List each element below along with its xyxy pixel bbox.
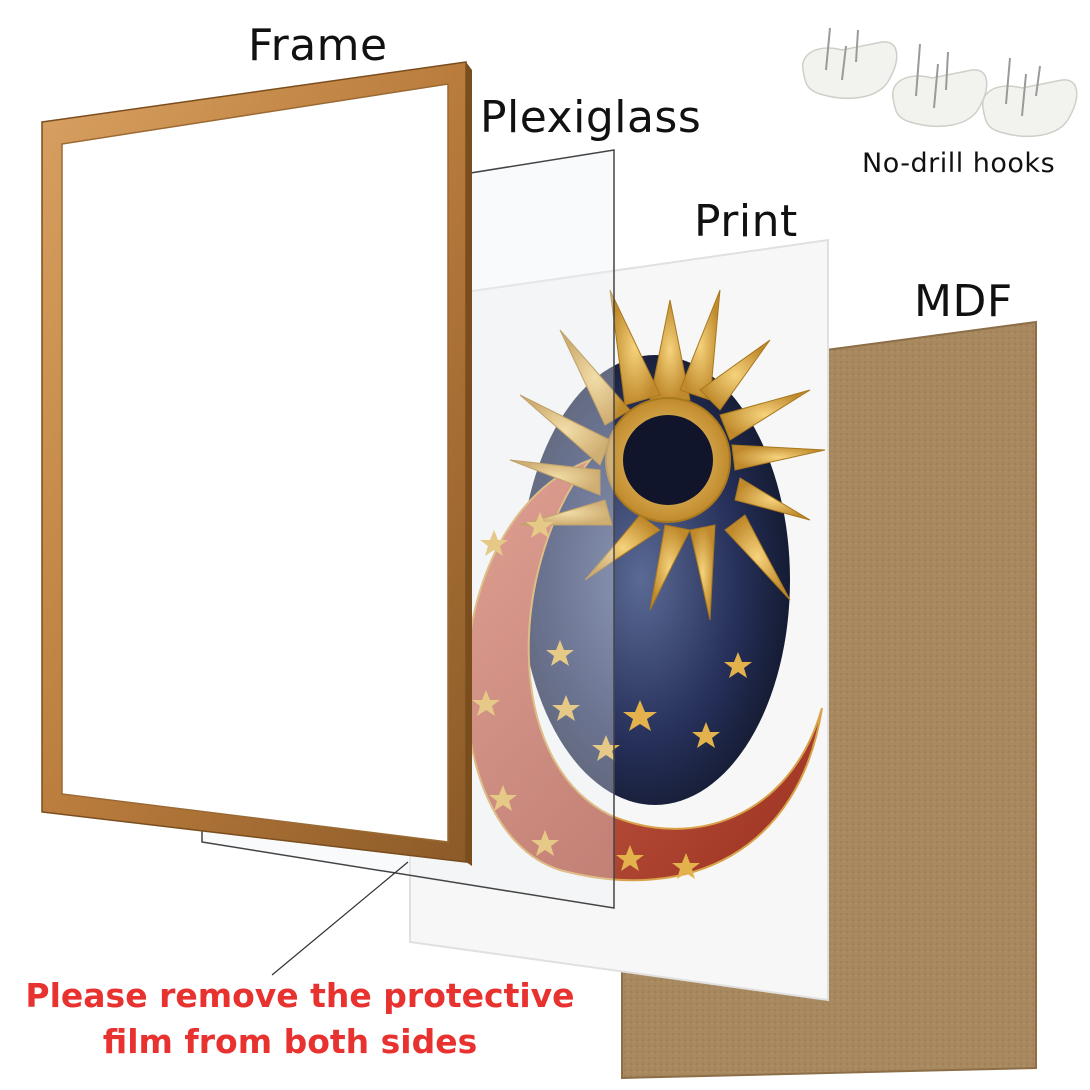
sun-rays <box>509 289 826 621</box>
sun-moon-artwork <box>464 289 826 882</box>
warning-callout-line <box>271 861 409 976</box>
wooden-frame <box>41 61 472 866</box>
plexiglass-label: Plexiglass <box>480 92 702 143</box>
hook-1 <box>802 27 898 99</box>
mdf-label: MDF <box>914 276 1013 327</box>
sun-eclipse-center <box>623 415 713 505</box>
no-drill-hooks-label: No-drill hooks <box>862 148 1056 179</box>
warning-line-2: film from both sides <box>102 1022 478 1061</box>
print-label: Print <box>694 196 798 247</box>
hook-3 <box>982 57 1078 137</box>
frame-label: Frame <box>248 20 388 71</box>
no-drill-hooks <box>802 27 1078 137</box>
warning-line-1: Please remove the protective <box>25 976 575 1015</box>
stars <box>472 512 752 879</box>
hook-2 <box>892 43 988 127</box>
